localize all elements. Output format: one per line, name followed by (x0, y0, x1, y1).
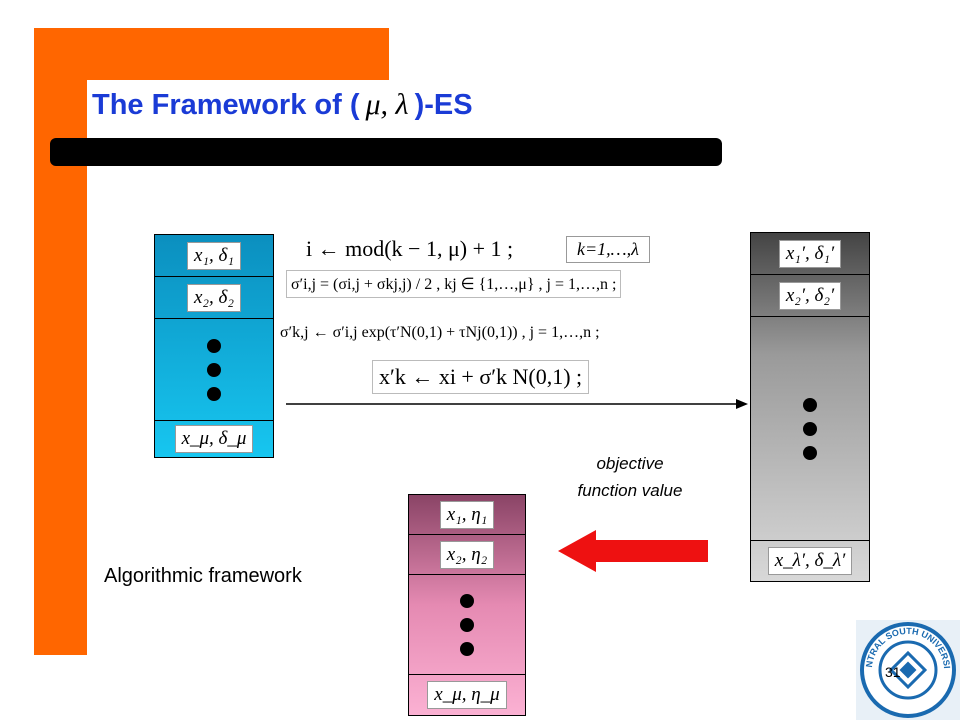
parent-row-mu: x_μ, δ_μ (155, 421, 273, 457)
equation-parent-index: i ← mod(k − 1, μ) + 1 ; (306, 236, 514, 262)
equation-recombination: σ′i,j = (σi,j + σkj,j) / 2 , kj ∈ {1,…,μ… (286, 270, 622, 298)
parent-row-2: x₂, δ₂ (155, 277, 273, 319)
orange-top-bar (34, 28, 389, 80)
slide-title: The Framework of (μ, λ)-ES (92, 88, 473, 121)
selected-row-1: x₁, η₁ (409, 495, 525, 535)
selected-row-mu: x_μ, η_μ (409, 675, 525, 715)
equation-sigma-mutation: σ′k,j ← σ′i,j exp(τ′N(0,1) + τNj(0,1)) ,… (278, 322, 602, 344)
parent-population: x₁, δ₁ x₂, δ₂ x_μ, δ_μ (154, 234, 274, 458)
equation-loop-range: k=1,…,λ (566, 236, 650, 263)
parent-cell-1: x₁, δ₁ (187, 241, 241, 270)
selected-cell-mu: x_μ, η_μ (427, 681, 507, 709)
offspring-row-lambda: x_λ′, δ_λ′ (751, 541, 869, 581)
parent-row-1: x₁, δ₁ (155, 235, 273, 277)
offspring-population: x₁′, δ₁′ x₂′, δ₂′ x_λ′, δ_λ′ (750, 232, 870, 582)
parent-ellipsis (155, 319, 273, 421)
parent-cell-mu: x_μ, δ_μ (174, 425, 254, 453)
selected-cell-2: x₂, η₂ (439, 540, 495, 569)
selected-ellipsis (409, 575, 525, 675)
selected-population: x₁, η₁ x₂, η₂ x_μ, η_μ (408, 494, 526, 716)
university-seal-logo: CENTRAL SOUTH UNIVERSITY (856, 620, 960, 720)
mutation-arrow (286, 399, 748, 409)
objective-function-label: objective function value (577, 454, 683, 500)
parent-cell-2: x₂, δ₂ (187, 283, 241, 312)
title-underline-bar (50, 138, 722, 166)
algorithmic-framework-label: Algorithmic framework (104, 565, 302, 587)
title-symbol: μ, λ (365, 88, 409, 121)
selected-cell-1: x₁, η₁ (439, 500, 495, 529)
offspring-row-2: x₂′, δ₂′ (751, 275, 869, 317)
offspring-ellipsis (751, 317, 869, 541)
offspring-cell-lambda: x_λ′, δ_λ′ (767, 547, 853, 575)
offspring-cell-1: x₁′, δ₁′ (778, 239, 842, 268)
offspring-cell-2: x₂′, δ₂′ (778, 281, 842, 310)
orange-left-bar (34, 28, 87, 655)
page-number: 31 (885, 664, 901, 680)
selection-arrow (558, 530, 708, 572)
equation-x-mutation: x′k ← xi + σ′k N(0,1) ; (372, 360, 590, 394)
selected-row-2: x₂, η₂ (409, 535, 525, 575)
offspring-row-1: x₁′, δ₁′ (751, 233, 869, 275)
